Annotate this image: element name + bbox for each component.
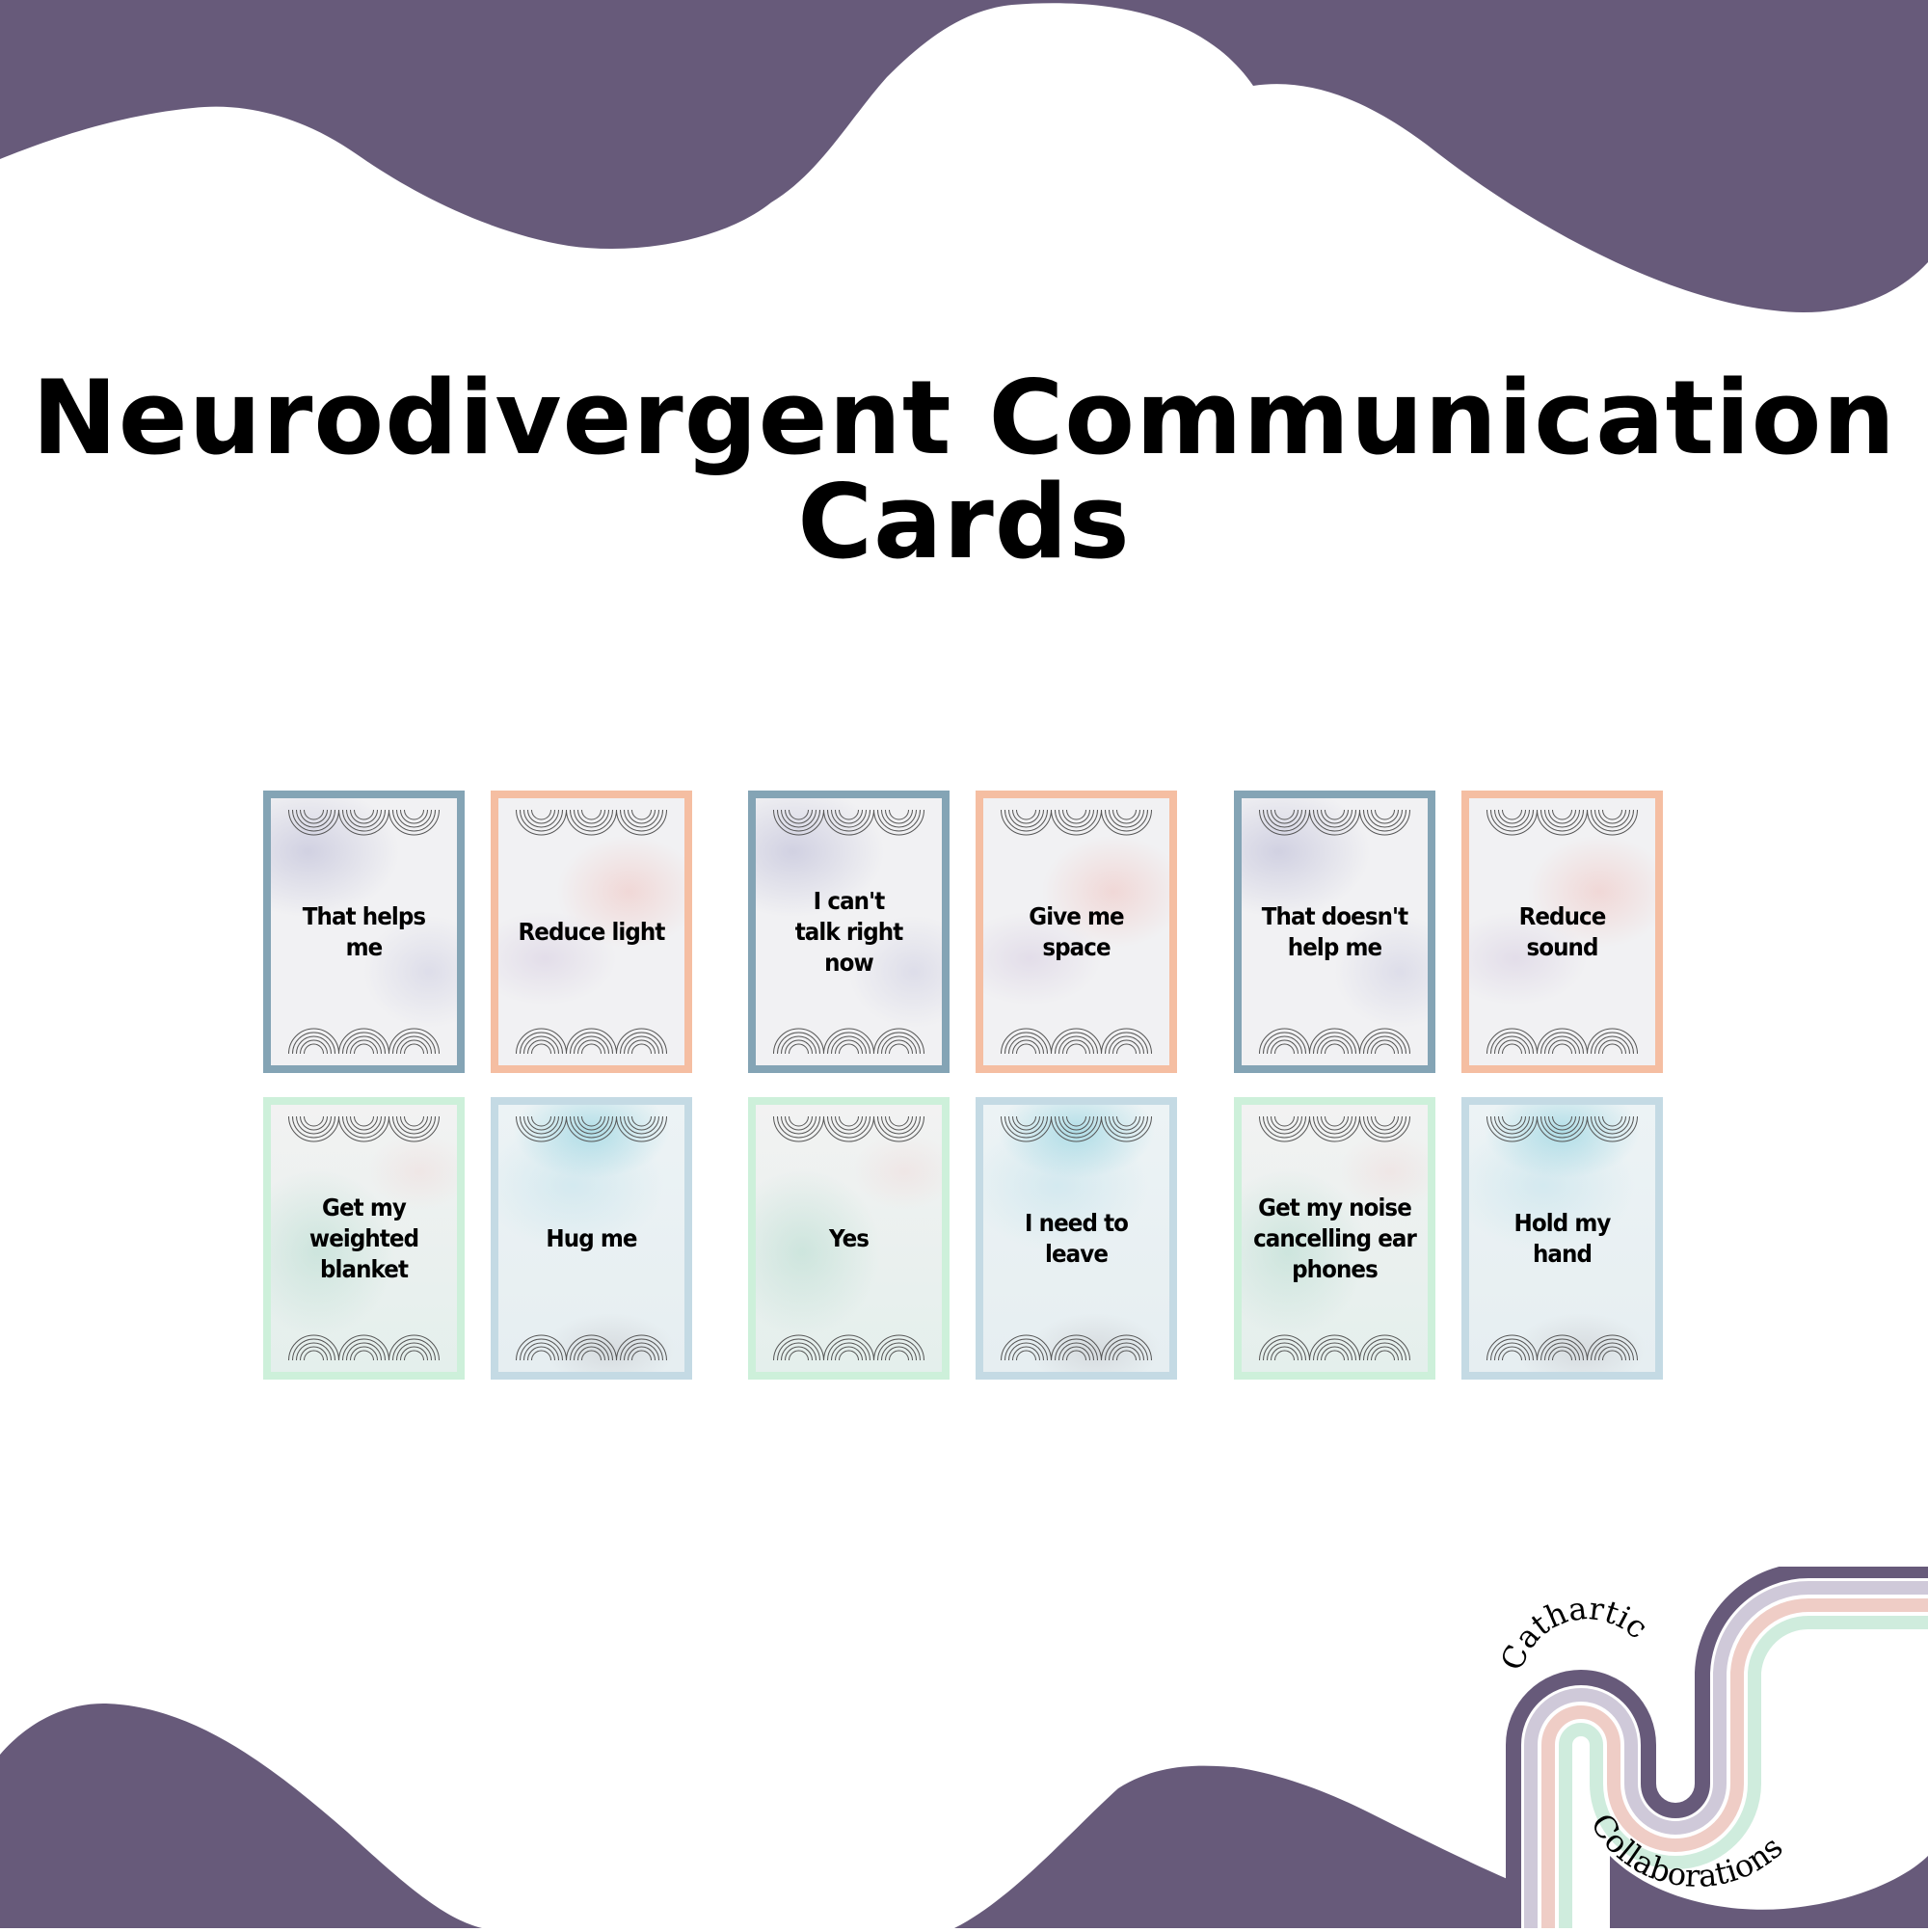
card-text: That doesn't help me (1261, 901, 1408, 961)
card-i-need-to-leave[interactable]: I need to leave (976, 1097, 1177, 1380)
logo-word-cathartic: Cathartic (1494, 1590, 1655, 1676)
card-text: I can't talk right now (794, 886, 903, 977)
card-that-helps-me[interactable]: That helps me (263, 791, 465, 1073)
watercolor-wash (498, 798, 684, 1065)
card-text: Reduce sound (1518, 901, 1607, 961)
card-text: Get my weighted blanket (308, 1193, 419, 1283)
cathartic-collaborations-logo: Cathartic Collaborations (1493, 1563, 1928, 1928)
card-reduce-light[interactable]: Reduce light (491, 791, 692, 1073)
card-yes[interactable]: Yes (748, 1097, 950, 1380)
page-title: Neurodivergent Communication Cards (0, 366, 1928, 575)
card-text: Reduce light (518, 917, 666, 946)
card-text: Give me space (1029, 901, 1124, 961)
watercolor-wash (1469, 1105, 1655, 1372)
card-text: Hold my hand (1513, 1208, 1612, 1268)
card-that-doesnt-help-me[interactable]: That doesn't help me (1234, 791, 1435, 1073)
watercolor-wash (1242, 798, 1428, 1065)
card-i-cant-talk-right-now[interactable]: I can't talk right now (748, 791, 950, 1073)
card-give-me-space[interactable]: Give me space (976, 791, 1177, 1073)
title-line-1: Neurodivergent Communication (32, 359, 1896, 477)
watercolor-wash (1469, 798, 1655, 1065)
watercolor-wash (271, 1105, 457, 1372)
watercolor-wash (983, 798, 1169, 1065)
card-get-my-noise-cancelling-ear-phones[interactable]: Get my noise cancelling ear phones (1234, 1097, 1435, 1380)
watercolor-wash (756, 1105, 942, 1372)
card-text: That helps me (302, 901, 426, 961)
card-text: Yes (828, 1223, 870, 1252)
top-wave-decoration (0, 0, 1928, 313)
watercolor-wash (271, 798, 457, 1065)
watercolor-wash (498, 1105, 684, 1372)
bottom-wave-decoration (0, 1703, 1510, 1928)
card-text: Hug me (546, 1223, 637, 1252)
card-text: I need to leave (1024, 1208, 1129, 1268)
card-reduce-sound[interactable]: Reduce sound (1461, 791, 1663, 1073)
rainbow-stripe-wave-icon: Cathartic Collaborations (1493, 1563, 1928, 1928)
title-line-2: Cards (797, 463, 1131, 581)
card-hug-me[interactable]: Hug me (491, 1097, 692, 1380)
watercolor-wash (983, 1105, 1169, 1372)
card-hold-my-hand[interactable]: Hold my hand (1461, 1097, 1663, 1380)
card-get-my-weighted-blanket[interactable]: Get my weighted blanket (263, 1097, 465, 1380)
watercolor-wash (756, 798, 942, 1065)
watercolor-wash (1242, 1105, 1428, 1372)
card-text: Get my noise cancelling ear phones (1253, 1193, 1417, 1283)
